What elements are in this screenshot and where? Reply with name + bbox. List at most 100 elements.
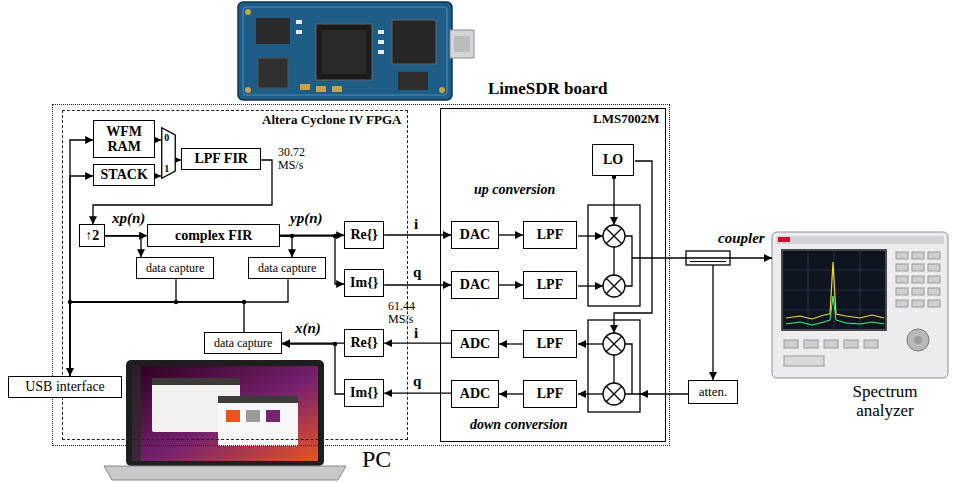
spectrum-analyzer-illustration — [912, 276, 924, 283]
interface-box: USB interface — [8, 376, 122, 398]
spectrum-analyzer-illustration — [907, 329, 929, 351]
signal-arrow — [70, 279, 288, 375]
signal-arrow — [70, 279, 176, 375]
oscillator-box: LO — [592, 144, 634, 176]
signal-arrow — [70, 176, 93, 376]
signal-arrow — [155, 139, 161, 140]
board-photo — [316, 24, 372, 80]
rate-label: 61.44 MS/s — [388, 300, 430, 326]
board-photo — [378, 30, 384, 34]
spectrum-analyzer-illustration — [896, 252, 908, 259]
box-label: data capture — [146, 262, 204, 275]
spectrum-analyzer-illustration — [896, 288, 908, 295]
spectrum-analyzer-illustration — [928, 300, 940, 307]
junction-dot — [68, 175, 616, 346]
box-label: complex FIR — [175, 228, 252, 243]
region-heading: LimeSDR board — [488, 80, 607, 99]
box-label: Im{} — [350, 385, 378, 400]
mixer-block — [606, 386, 622, 402]
signal-arrow — [384, 234, 451, 235]
device-label: PC — [362, 446, 391, 472]
real-part-box: Re{} — [344, 329, 384, 357]
dac-box: DAC — [451, 221, 499, 249]
board-photo — [238, 2, 474, 100]
coupler-symbol — [686, 257, 730, 258]
board-photo — [392, 20, 436, 64]
board-photo — [296, 20, 302, 24]
board-photo — [322, 30, 366, 74]
signal-arrow — [499, 284, 523, 285]
adc-box: ADC — [451, 380, 499, 408]
box-label: LPF FIR — [194, 151, 248, 166]
box-label: DAC — [460, 277, 490, 292]
board-photo — [450, 30, 474, 58]
laptop-illustration — [218, 396, 298, 403]
box-label: data capture — [258, 262, 316, 275]
coupler-symbol — [686, 251, 730, 265]
box-label: ↑2 — [85, 228, 99, 243]
spectrum-analyzer-illustration — [928, 264, 940, 271]
laptop-illustration — [226, 410, 240, 422]
board-photo — [243, 7, 447, 95]
channel-label: q — [413, 264, 421, 281]
box-label: Re{} — [351, 335, 378, 350]
spectrum-analyzer-illustration — [928, 276, 940, 283]
spectrum-analyzer-illustration — [784, 356, 824, 366]
mux-input-number: 1 — [164, 163, 169, 174]
mixer-block — [603, 333, 625, 355]
signal-arrow — [499, 343, 523, 344]
signal-arrow — [384, 393, 451, 394]
mixer-block — [603, 225, 625, 247]
spectrum-analyzer-illustration — [776, 236, 944, 244]
signal-arrow — [499, 234, 523, 235]
spectrum-analyzer-illustration — [784, 340, 798, 348]
laptop-illustration — [266, 410, 280, 422]
rf-wire — [640, 393, 688, 394]
board-photo — [454, 36, 470, 52]
rf-wire — [578, 343, 603, 344]
signal-arrow — [105, 236, 141, 257]
capture-box: data capture — [136, 257, 214, 279]
real-part-box: Re{} — [344, 221, 384, 249]
board-region: LimeSDR boardAltera Cyclone IV FPGAWFM R… — [52, 104, 670, 446]
box-label: Re{} — [351, 227, 378, 242]
signal-arrow — [280, 236, 292, 257]
board-photo — [378, 50, 384, 54]
rf-wire — [625, 344, 640, 394]
rf-wire — [613, 355, 614, 383]
spectrum-analyzer-illustration — [912, 300, 924, 307]
laptop-illustration — [104, 466, 346, 480]
board-photo — [245, 9, 251, 15]
spectrum-analyzer-illustration — [912, 288, 924, 295]
board-photo — [398, 72, 428, 90]
board-photo — [332, 86, 342, 92]
spectrum-analyzer-illustration — [928, 288, 940, 295]
mux-input-number: 0 — [164, 132, 169, 143]
signal-arrow — [282, 344, 344, 394]
spectrum-analyzer-illustration — [786, 296, 884, 325]
box-label: WFM RAM — [94, 124, 154, 155]
section-label: down conversion — [470, 417, 568, 432]
rf-wire — [625, 236, 640, 286]
spectrum-analyzer-illustration — [912, 252, 924, 259]
rf-wire — [613, 177, 614, 225]
signal-name: x(n) — [295, 320, 321, 337]
region-heading: Altera Cyclone IV FPGA — [262, 113, 401, 127]
laptop-illustration — [152, 378, 240, 385]
rate-label: 30.72 MS/s — [278, 146, 320, 172]
board-photo — [245, 87, 251, 93]
spectrum-analyzer-illustration — [804, 340, 818, 348]
mixer-block — [603, 275, 625, 297]
attenuator-box: atten. — [688, 380, 738, 404]
mixer-block — [606, 228, 622, 244]
spectrum-analyzer-illustration — [896, 300, 908, 307]
box-label: Im{} — [350, 275, 378, 290]
mux-outline — [162, 128, 176, 179]
dac-box: DAC — [451, 271, 499, 299]
section-label: up conversion — [474, 182, 555, 197]
rf-wire — [578, 285, 603, 286]
spectrum-analyzer-illustration — [914, 336, 922, 344]
stack-box: STACK — [93, 164, 155, 186]
spectrum-analyzer-illustration — [778, 237, 790, 242]
